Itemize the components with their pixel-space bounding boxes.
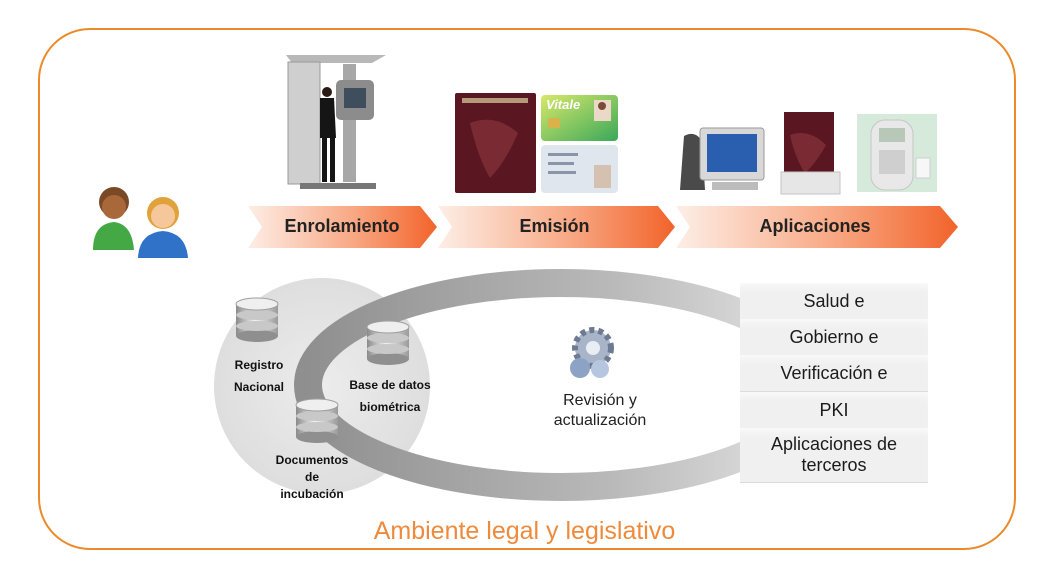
node-label-line: Registro xyxy=(234,358,284,372)
passport-icon xyxy=(455,93,536,193)
node-label-registro-nacional: Registro Nacional xyxy=(214,354,304,398)
stage-label-enrolamiento: Enrolamiento xyxy=(284,216,400,236)
node-label-base-datos: Base de datos biométrica xyxy=(340,374,440,418)
vitale-card-label: Vitale xyxy=(546,97,581,112)
app-pill-gobierno: Gobierno e xyxy=(740,319,928,355)
stage-label-emision: Emisión xyxy=(519,216,590,236)
node-label-line: de xyxy=(304,470,319,484)
computer-user-icon xyxy=(680,127,765,190)
app-pill-salud: Salud e xyxy=(740,283,928,319)
app-pill-label: Verificación e xyxy=(780,362,888,383)
database-icon xyxy=(295,398,339,443)
app-pill-label: terceros xyxy=(801,455,867,475)
app-pill-label: Aplicaciones de xyxy=(770,434,898,454)
review-update-label: Revisión y actualización xyxy=(540,391,660,431)
vitale-card-icon xyxy=(541,95,618,141)
node-label-line: Documentos xyxy=(275,453,349,467)
gears-icon xyxy=(570,327,614,378)
users-icon xyxy=(93,187,188,258)
app-pill-terceros: Aplicaciones de terceros xyxy=(740,428,928,482)
app-pill-pki: PKI xyxy=(740,392,928,428)
stage-label-aplicaciones: Aplicaciones xyxy=(759,216,871,236)
database-icon xyxy=(235,297,279,342)
enrollment-kiosk-icon xyxy=(286,55,386,189)
stage-arrow-enrolamiento xyxy=(248,206,437,248)
review-update-line: Revisión y xyxy=(563,392,637,409)
node-label-line: Base de datos xyxy=(349,378,431,392)
review-update-line: actualización xyxy=(553,412,647,429)
payment-terminal-icon xyxy=(857,114,937,192)
passport-reader-icon xyxy=(780,112,841,195)
node-label-line: incubación xyxy=(280,487,344,501)
app-pill-label: Salud e xyxy=(803,290,865,311)
app-pill-label: Gobierno e xyxy=(789,326,879,347)
id-card-icon xyxy=(541,145,618,193)
app-pill-verificacion: Verificación e xyxy=(740,355,928,391)
node-label-line: Nacional xyxy=(233,380,284,394)
node-label-documentos: Documentos de incubación xyxy=(262,452,362,503)
database-icon xyxy=(366,320,410,365)
node-label-line: biométrica xyxy=(359,400,421,414)
app-pill-label: PKI xyxy=(819,399,849,420)
legal-environment-frame xyxy=(38,28,1016,550)
stage-arrow-emision xyxy=(438,206,675,248)
stage-arrow-aplicaciones xyxy=(676,206,958,248)
legal-environment-label: Ambiente legal y legislativo xyxy=(373,517,676,545)
